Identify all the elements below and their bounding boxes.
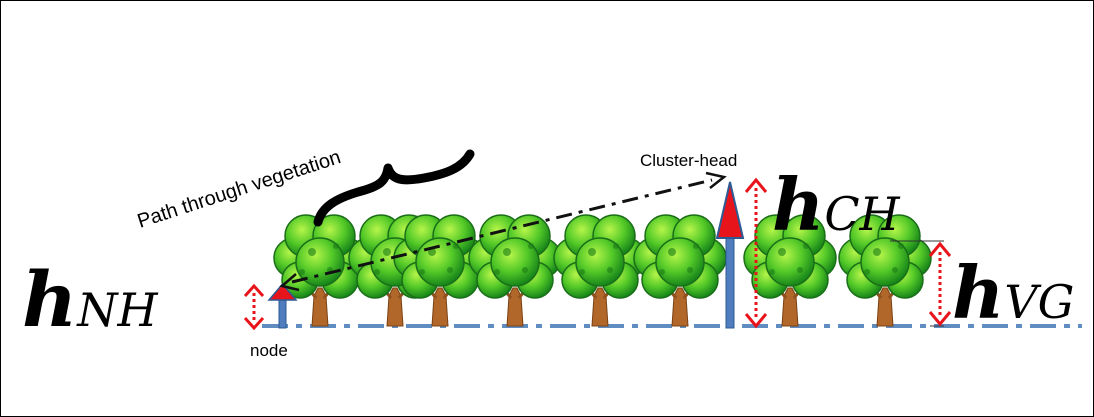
h-ch-double-arrow-icon — [744, 177, 768, 329]
signal-path-line — [279, 171, 727, 292]
cluster-head-pole-icon — [715, 181, 745, 329]
h-vg-double-arrow-icon — [890, 240, 952, 327]
tree-icon — [632, 213, 728, 328]
tree-icon — [392, 213, 488, 328]
cluster-head-label: Cluster-head — [640, 151, 737, 170]
node-pole-icon — [267, 282, 298, 329]
brace-icon — [313, 149, 475, 227]
node-label: node — [250, 341, 288, 360]
h-vg-label: hVG — [952, 250, 1074, 335]
tree-icon — [272, 213, 368, 328]
h-nh-label: hNH — [22, 255, 159, 344]
tree-icon — [467, 213, 563, 328]
tree-icon — [552, 213, 648, 328]
h-ch-label: hCH — [772, 162, 901, 247]
h-nh-double-arrow-icon — [243, 283, 265, 331]
